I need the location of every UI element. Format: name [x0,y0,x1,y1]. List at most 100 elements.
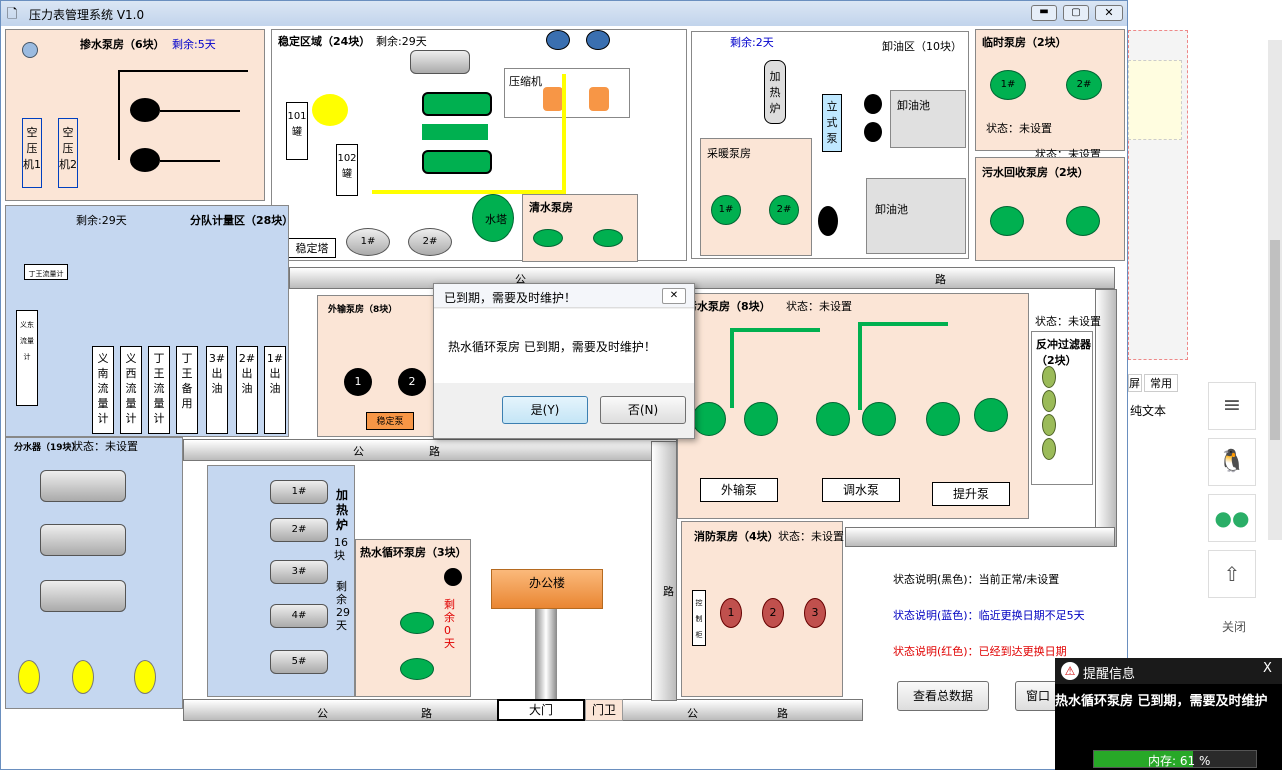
toast-close-button[interactable]: X [1263,661,1272,676]
flow-meter-5[interactable]: 3#出油 [206,346,228,434]
expiry-dialog: 已到期，需要及时维护！ ✕ 热水循环泵房 已到期，需要及时维护！ 是(Y) 否(… [433,283,695,439]
wending-area[interactable]: 稳定区域（24块） 剩余:29天 101罐 102罐 压缩机 水塔 清水泵房 1… [271,29,687,262]
tank-102: 102罐 [336,144,358,196]
road-vertical-lu: 路 [663,585,674,598]
heater-4[interactable]: 4# [270,604,328,628]
dialog-no-button[interactable]: 否(N) [600,396,686,424]
road-top-lu: 路 [935,273,946,286]
heater-5[interactable]: 5# [270,650,328,674]
dialog-close-button[interactable]: ✕ [662,288,686,304]
xiaofang-title: 消防泵房（4块） [694,530,779,543]
background-app: 屏 常用 纯文本 ≡ 🐧 ●● ⇧ 关闭 [1128,0,1282,770]
title-bar: 🗋 压力表管理系统 V1.0 ▬ ▢ ✕ [1,1,1127,26]
fanchong-title: 反冲过滤器（2块） [1036,338,1091,367]
tank-2: 2# [408,228,452,256]
dialog-yes-button[interactable]: 是(Y) [502,396,588,424]
minimize-button[interactable]: ▬ [1031,5,1057,21]
compressor-room[interactable]: 压缩机 [504,68,630,118]
window-title: 压力表管理系统 V1.0 [29,8,145,22]
flow-meter-3[interactable]: 丁王流量计 [148,346,170,434]
separator-3 [422,150,492,174]
xiaofang-pump-room[interactable]: 消防泵房（4块） 状态：未设置 控制柜 1 2 3 [681,521,844,697]
road-top [289,267,1115,289]
memory-text: 内存: 61 % [1148,754,1211,768]
road-mid-gong: 公 [353,445,364,458]
maximize-button[interactable]: ▢ [1063,5,1089,21]
flow-meter-6[interactable]: 2#出油 [236,346,258,434]
office-path [535,609,557,699]
linshi-title: 临时泵房（2块） [982,36,1067,49]
road-mid-lu: 路 [429,445,440,458]
wechat-icon[interactable]: ●● [1208,494,1256,542]
blue-tank-1 [546,30,570,50]
to-top-icon[interactable]: ⇧ [1208,550,1256,598]
fenshui-area[interactable]: 分水器（19块） 状态：未设置 [5,437,183,709]
fendui-area[interactable]: 剩余:29天 分队计量区（28块） 丁王流量计 义东流量计 义南流量计义西流量计… [5,205,293,437]
bg-close[interactable]: 关闭 [1222,620,1247,634]
jiare-label: 加热炉 [336,488,349,532]
toast-title: 提醒信息 [1083,667,1136,682]
xiaofang-status: 状态：未设置 [778,530,844,543]
memory-bar-fill [1094,751,1193,767]
qq-icon[interactable]: 🐧 [1208,438,1256,486]
wushui-title: 污水回收泵房（2块） [982,166,1089,179]
flow-meter-7[interactable]: 1#出油 [264,346,286,434]
heating-pump-room[interactable]: 采暖泵房 1# 2# [700,138,812,256]
wushui2-title: 污水泵房（8块） [686,300,771,313]
flow-meter-4[interactable]: 丁王备用 [176,346,198,434]
chanshui-remain: 剩余:5天 [172,38,216,51]
wushui-recovery-room[interactable]: 污水回收泵房（2块） [975,157,1125,261]
wushui-pump-room[interactable]: 污水泵房（8块） 状态：未设置 外输泵 调水泵 提升泵 [677,293,1029,519]
heater-1[interactable]: 1# [270,480,328,504]
label-waishu-pump: 外输泵 [700,478,778,502]
xieyou-area[interactable]: 剩余:2天 卸油区（10块） 加热炉 立式泵 卸油池 卸油池 采暖泵房 1# 2… [691,31,969,259]
waishu-pump-room[interactable]: 外输泵房（8块） 1 2 稳定泵 [317,295,437,437]
toast-message: 热水循环泵房 已到期，需要及时维护 [1055,694,1268,709]
menu-icon[interactable]: ≡ [1208,382,1256,430]
top-tank [410,50,470,74]
linshi-pump-room[interactable]: 临时泵房（2块） 1# 2# 状态：未设置 [975,29,1125,151]
heater-2[interactable]: 2# [270,518,328,542]
fendui-title: 分队计量区（28块） [190,214,294,227]
heater-3[interactable]: 3# [270,560,328,584]
air-compressor-2: 空压机2 [58,118,78,188]
jiare-area[interactable]: 1#2#3#4#5# 加热炉 16块 剩余29天 [207,465,355,697]
bg-tab-2[interactable]: 常用 [1144,374,1178,392]
xieyou-title: 卸油区（10块） [882,40,962,53]
app-icon: 🗋 [7,7,18,22]
view-total-button[interactable]: 查看总数据 [897,681,989,711]
linshi-status: 状态：未设置 [986,122,1052,135]
chanshui-room[interactable]: 掺水泵房（6块） 剩余:5天 空压机1 空压机2 [5,29,265,201]
bg-tab-1[interactable]: 屏 [1128,374,1142,392]
fenshui-status: 状态：未设置 [72,440,138,453]
dialog-title: 已到期，需要及时维护！ [444,291,577,305]
road-right-h [845,527,1115,547]
stable-pump: 稳定泵 [366,412,414,430]
guard-house[interactable]: 门卫 [585,699,623,721]
close-button[interactable]: ✕ [1095,5,1123,21]
blue-tank-2 [586,30,610,50]
clean-water-pump-room[interactable]: 清水泵房 [522,194,638,262]
main-gate[interactable]: 大门 [497,699,585,721]
dialog-titlebar: 已到期，需要及时维护！ ✕ [434,284,694,308]
fanchong-filter[interactable]: 反冲过滤器（2块） [1031,331,1093,485]
yellow-vessel [312,94,348,126]
wending-title: 稳定区域（24块） [278,35,371,48]
label-tiaoshui-pump: 调水泵 [822,478,900,502]
chanshui-title: 掺水泵房（6块） [80,38,165,51]
heater: 加热炉 [764,60,786,124]
pump-black-2 [130,148,160,172]
separator-2 [422,124,488,140]
flow-meter-2[interactable]: 义西流量计 [120,346,142,434]
stab-tower: 稳定塔 [288,238,336,258]
office-building[interactable]: 办公楼 [491,569,603,609]
main-window: 🗋 压力表管理系统 V1.0 ▬ ▢ ✕ 掺水泵房（6块） 剩余:5天 空压机1… [0,0,1128,770]
road-bottom-gong: 公 [317,707,328,720]
window-button[interactable]: 窗口 [1015,681,1061,711]
flow-meter-1[interactable]: 义南流量计 [92,346,114,434]
reshui-pump-room[interactable]: 热水循环泵房（3块） 剩余0天 [355,539,471,697]
air-compressor-1: 空压机1 [22,118,42,188]
bg-text: 纯文本 [1130,404,1167,418]
tank-101: 101罐 [286,102,308,160]
road-bottom-gong-2: 公 [687,707,698,720]
